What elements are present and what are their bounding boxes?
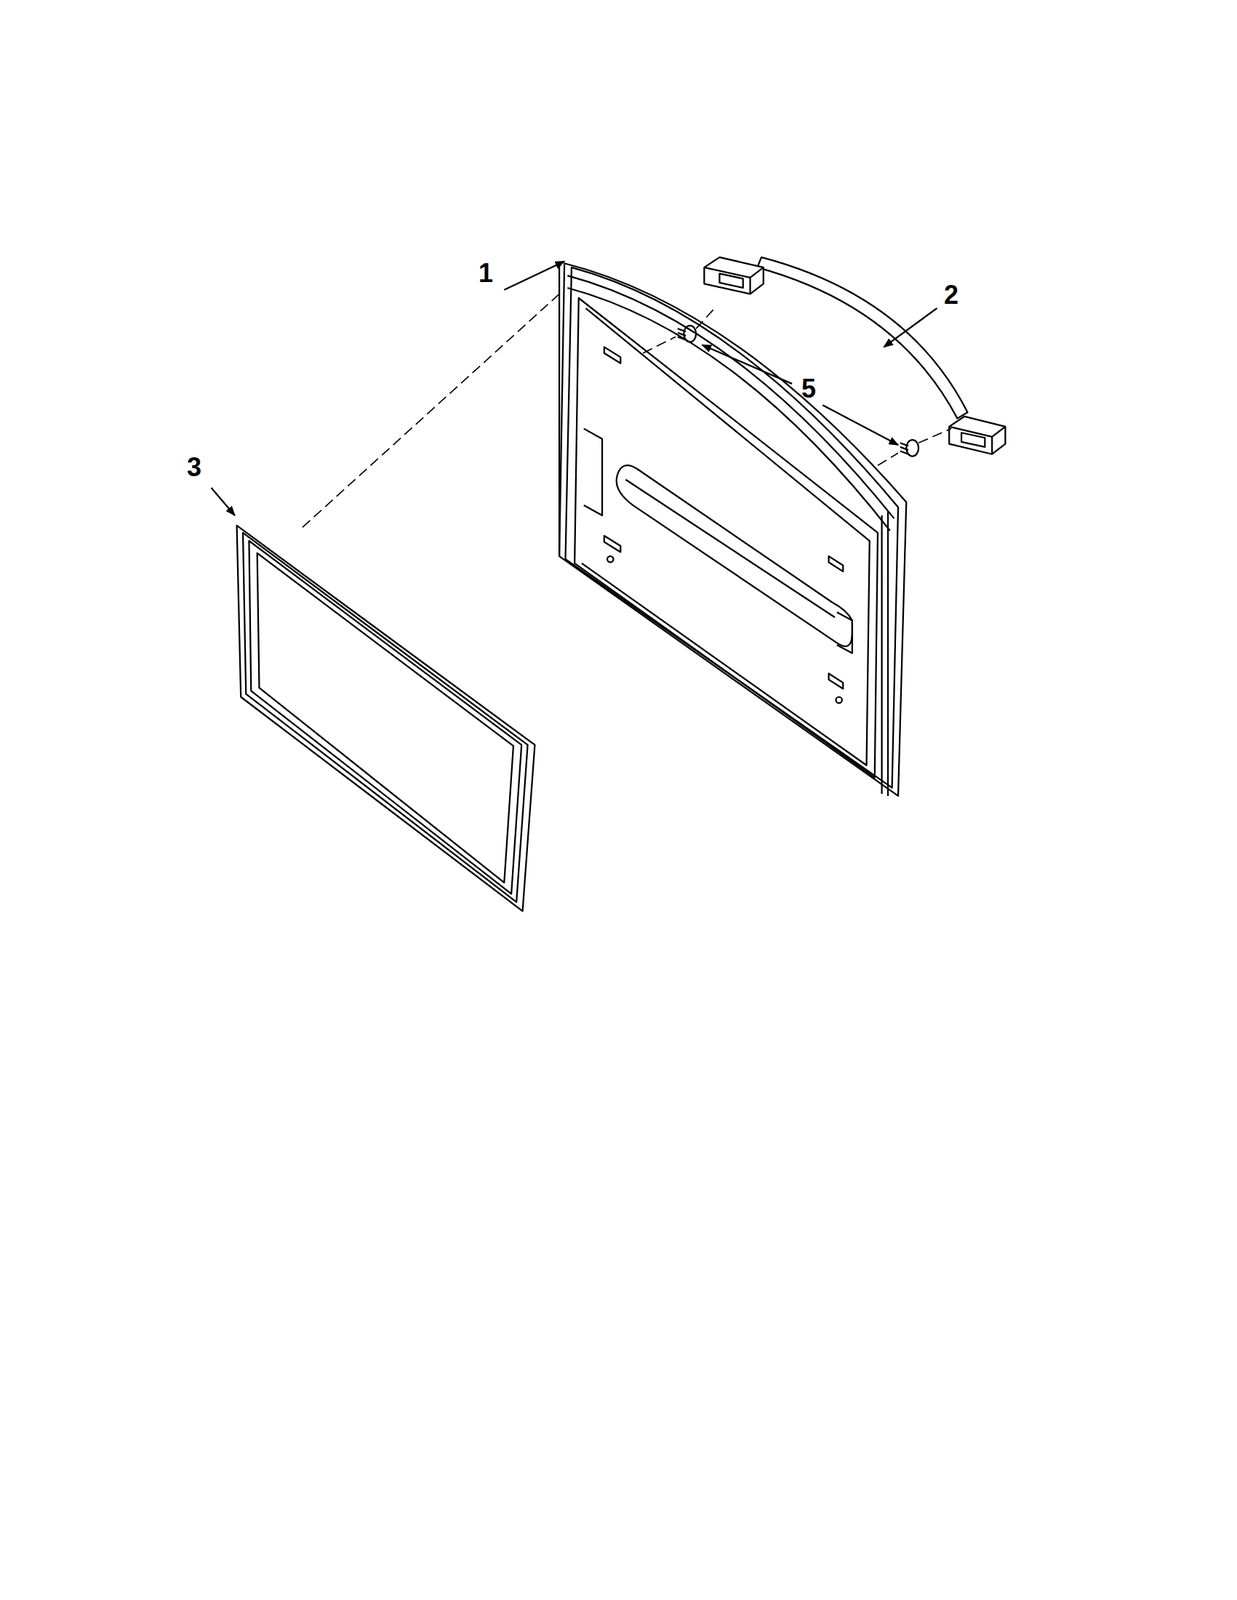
leader-arrow: [211, 261, 938, 515]
handle-screw: [677, 325, 919, 457]
callout-number: 5: [801, 375, 816, 403]
alignment-line: [301, 293, 952, 529]
door-handle: [703, 257, 1006, 455]
freezer-door: [559, 263, 907, 797]
callout-number: 3: [186, 454, 202, 481]
door-gasket: [237, 525, 536, 912]
callout-number: 1: [478, 260, 494, 287]
callout-number: 2: [943, 282, 959, 309]
